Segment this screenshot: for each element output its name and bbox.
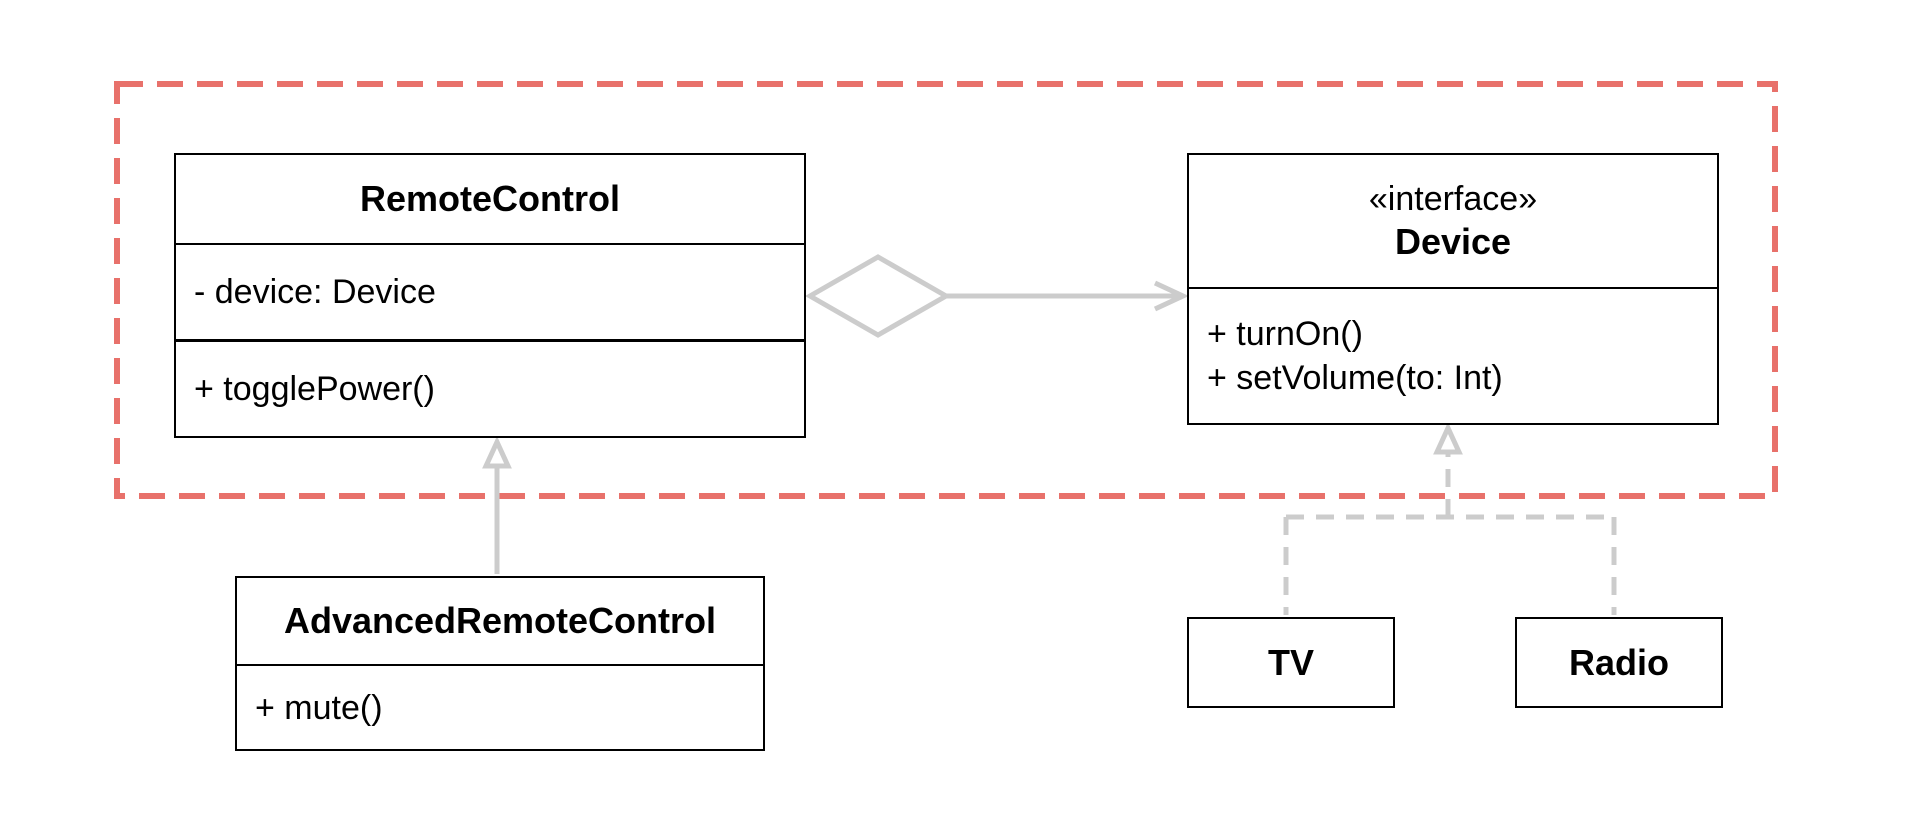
- operation: + togglePower(): [194, 370, 435, 408]
- class-name: Radio: [1568, 641, 1669, 683]
- aggregation-arrowhead: [1153, 280, 1189, 312]
- class-device[interactable]: «interface» Device + turnOn() + setVolum…: [1187, 153, 1719, 425]
- attribute: - device: Device: [194, 273, 436, 311]
- class-name-compartment: AdvancedRemoteControl: [237, 578, 763, 664]
- class-remote-control[interactable]: RemoteControl - device: Device + toggleP…: [174, 153, 806, 438]
- operation: + setVolume(to: Int): [1207, 359, 1503, 397]
- class-name: Device: [1394, 221, 1512, 262]
- aggregation-diamond: [804, 254, 952, 338]
- operation: + turnOn(): [1207, 315, 1363, 353]
- realization-arrowhead: [1433, 421, 1463, 455]
- inheritance-arrowhead: [482, 435, 512, 469]
- class-name-compartment: «interface» Device: [1189, 155, 1717, 287]
- class-radio[interactable]: Radio: [1515, 617, 1723, 708]
- attributes-compartment: - device: Device: [176, 243, 804, 339]
- operation: + mute(): [255, 688, 383, 727]
- class-tv[interactable]: TV: [1187, 617, 1395, 708]
- class-name: RemoteControl: [360, 178, 620, 219]
- class-name: AdvancedRemoteControl: [283, 600, 717, 641]
- operations-compartment: + turnOn() + setVolume(to: Int): [1189, 287, 1717, 423]
- operations-compartment: + togglePower(): [176, 339, 804, 436]
- class-name: TV: [1267, 641, 1314, 683]
- class-advanced-remote-control[interactable]: AdvancedRemoteControl + mute(): [235, 576, 765, 751]
- class-name-compartment: RemoteControl: [176, 155, 804, 243]
- operations-compartment: + mute(): [237, 664, 763, 749]
- stereotype-label: «interface»: [1368, 180, 1538, 218]
- group-boundary: [114, 81, 1778, 499]
